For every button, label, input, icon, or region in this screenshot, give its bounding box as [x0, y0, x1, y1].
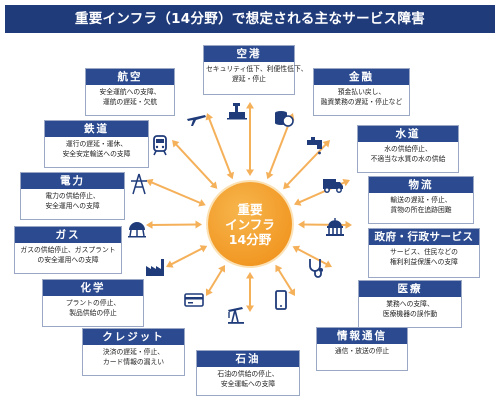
connector-arrow: [292, 245, 332, 268]
sector-description: 預金払い戻し、融資業務の遅延・停止など: [314, 85, 409, 107]
description-line: セキュリティ低下、利便性低下、: [206, 65, 308, 73]
sector-description: 安全運航への支障、運航の遅延・欠航: [86, 85, 174, 107]
sector-description: 業務への支障、医療機器の誤作動: [359, 297, 461, 319]
government-building-icon: [324, 216, 346, 238]
sector-name: 石油: [197, 351, 299, 367]
center-line: 重要: [237, 201, 263, 217]
description-line: 運航の遅延・欠航: [102, 98, 158, 106]
description-line: 貨物の所在追跡困難: [390, 206, 452, 214]
description-line: 石油の供給の停止、: [217, 370, 279, 378]
connector-arrow: [166, 245, 208, 268]
sector-description: 石油の供給の停止、安全運転への支障: [197, 367, 299, 389]
sector-card: ガスガスの供給停止、ガスプラントの安全運用への支障: [14, 226, 122, 274]
sector-name: 物流: [369, 177, 473, 193]
train-icon: [149, 134, 171, 156]
description-line: 決済の遅延・停止、: [102, 348, 165, 356]
truck-icon: [322, 173, 344, 195]
sector-card: クレジット決済の遅延・停止、カード情報の漏えい: [82, 328, 185, 376]
description-line: 輸送の遅延・停止、: [390, 196, 452, 204]
sector-name: 政府・行政サービス: [369, 229, 479, 245]
power-tower-icon: [128, 173, 150, 195]
center-hub: 重要 インフラ 14分野: [208, 182, 292, 266]
description-line: 安全運用への支障: [45, 202, 100, 210]
sector-name: 鉄道: [45, 121, 148, 137]
description-line: 医療機器の誤作動: [382, 310, 438, 318]
sector-description: ガスの供給停止、ガスプラントの安全運用への支障: [15, 243, 121, 265]
description-line: 製品供給の停止: [69, 309, 117, 317]
connector-arrow: [172, 140, 218, 189]
sector-name: クレジット: [83, 329, 184, 345]
connector-arrow: [283, 140, 330, 190]
stethoscope-icon: [305, 257, 327, 279]
sector-name: 空港: [204, 46, 294, 62]
description-line: 水の供給停止、: [384, 145, 432, 153]
airport-icon: [226, 100, 248, 122]
sector-name: 航空: [86, 69, 174, 85]
description-line: ガスの供給停止、ガスプラント: [20, 246, 116, 254]
description-line: プラントの停止、: [65, 299, 121, 307]
connector-arrow: [246, 102, 254, 176]
coins-icon: [272, 107, 294, 129]
description-line: 融資業務の遅延・停止など: [320, 98, 403, 106]
oil-pump-icon: [225, 303, 247, 325]
gas-tank-icon: [126, 216, 148, 238]
factory-icon: [144, 256, 166, 278]
sector-name: ガス: [15, 227, 121, 243]
sector-description: 決済の遅延・停止、カード情報の漏えい: [83, 345, 184, 367]
sector-card: 空港セキュリティ低下、利便性低下、遅延・停止: [203, 45, 308, 95]
sector-description: 通信・放送の停止: [317, 344, 407, 356]
description-line: 預金払い戻し、: [337, 88, 386, 96]
description-line: 電力の供給停止、: [45, 192, 100, 200]
sector-name: 水道: [358, 126, 458, 142]
sector-description: 電力の供給停止、安全運用への支障: [21, 189, 124, 211]
description-line: 安全運転への支障: [220, 380, 276, 388]
description-line: 安全安定輸送への支障: [62, 150, 131, 158]
description-line: 不適当な水質の水の供給: [370, 155, 446, 163]
sector-card: 航空安全運航への支障、運航の遅延・欠航: [85, 68, 175, 116]
sector-card: 電力電力の供給停止、安全運用への支障: [20, 172, 125, 220]
sector-card: 化学プラントの停止、製品供給の停止: [42, 279, 144, 327]
connector-arrow: [146, 178, 206, 207]
sector-description: プラントの停止、製品供給の停止: [43, 296, 143, 318]
center-line: インフラ: [225, 216, 275, 232]
description-line: 業務への支障、: [386, 300, 434, 308]
sector-card: 物流輸送の遅延・停止、貨物の所在追跡困難: [368, 176, 474, 224]
sector-card: 鉄道運行の遅延・運休、安全安定輸送への支障: [44, 120, 149, 168]
faucet-icon: [304, 134, 326, 156]
description-line: 通信・放送の停止: [334, 347, 390, 355]
connector-arrow: [205, 264, 225, 296]
sector-card: 石油石油の供給の停止、安全運転への支障: [196, 350, 300, 396]
connector-arrow: [146, 220, 203, 229]
airplane-icon: [185, 107, 207, 129]
sector-name: 金融: [314, 69, 409, 85]
sector-description: 輸送の遅延・停止、貨物の所在追跡困難: [369, 193, 473, 215]
sector-description: 水の供給停止、不適当な水質の水の供給: [358, 142, 458, 164]
connector-arrow: [275, 264, 295, 296]
sector-name: 化学: [43, 280, 143, 296]
credit-card-icon: [183, 289, 205, 311]
connector-arrow: [246, 272, 254, 312]
description-line: カード情報の漏えい: [102, 358, 165, 366]
description-line: 運行の遅延・運休、: [65, 140, 128, 148]
sector-description: サービス、住民などの権利利益保護への支障: [369, 245, 479, 267]
description-line: 遅延・停止: [232, 75, 266, 83]
description-line: 権利利益保護への支障: [390, 258, 458, 266]
sector-card: 政府・行政サービスサービス、住民などの権利利益保護への支障: [368, 228, 480, 278]
sector-card: 情報通信通信・放送の停止: [316, 327, 408, 371]
sector-name: 電力: [21, 173, 124, 189]
page-title: 重要インフラ（14分野）で想定される主なサービス障害: [5, 5, 495, 33]
sector-description: セキュリティ低下、利便性低下、遅延・停止: [204, 62, 308, 84]
description-line: サービス、住民などの: [390, 248, 458, 256]
sector-name: 医療: [359, 281, 461, 297]
sector-description: 運行の遅延・運休、安全安定輸送への支障: [45, 137, 148, 159]
sector-name: 情報通信: [317, 328, 407, 344]
description-line: 安全運航への支障、: [99, 88, 161, 96]
sector-card: 医療業務への支障、医療機器の誤作動: [358, 280, 462, 328]
connector-arrow: [205, 113, 235, 180]
center-line: 14分野: [228, 231, 272, 247]
sector-card: 金融預金払い戻し、融資業務の遅延・停止など: [313, 68, 410, 116]
sector-card: 水道水の供給停止、不適当な水質の水の供給: [357, 125, 459, 173]
description-line: の安全運用への支障: [37, 256, 99, 264]
smartphone-icon: [270, 289, 292, 311]
